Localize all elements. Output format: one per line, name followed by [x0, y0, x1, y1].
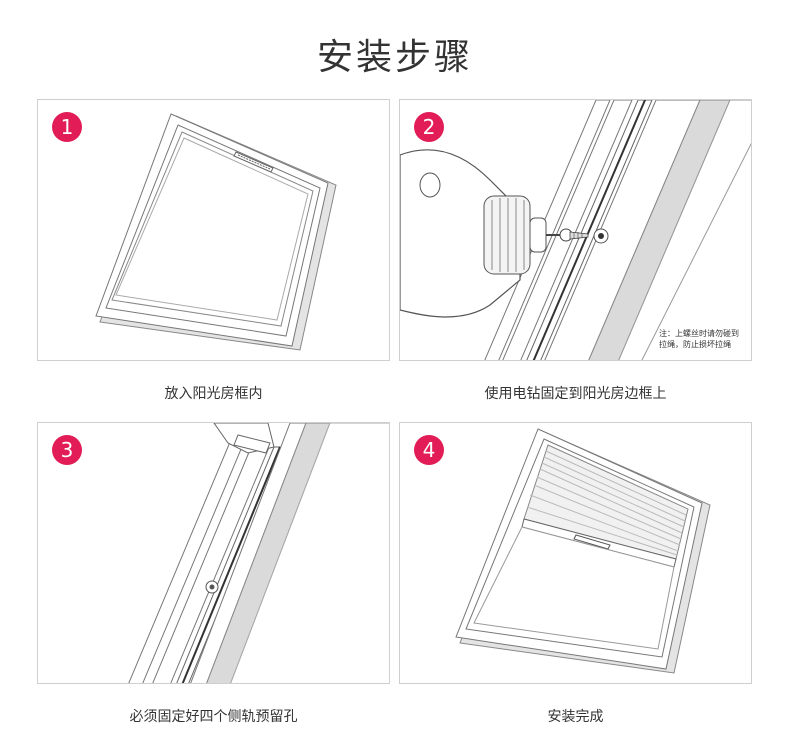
note-line-1: 注：上螺丝时请勿碰到	[659, 329, 739, 338]
step-badge-4: 4	[414, 435, 444, 465]
step-4-panel: 4	[399, 422, 752, 684]
step-badge-2: 2	[414, 112, 444, 142]
step-2-panel: 2 注：上螺丝时请勿碰到 拉绳，防止损坏拉绳	[399, 99, 752, 361]
step-2-illustration	[400, 100, 751, 360]
step-1-illustration	[95, 113, 337, 351]
step-1-panel: 1	[37, 99, 390, 361]
note-line-2: 拉绳，防止损坏拉绳	[659, 340, 731, 349]
step-badge-1: 1	[52, 112, 82, 142]
step-4-caption: 安装完成	[547, 709, 604, 725]
step-2-caption: 使用电钻固定到阳光房边框上	[484, 386, 667, 402]
step-3-caption: 必须固定好四个侧轨预留孔	[129, 709, 298, 725]
step-1-caption: 放入阳光房框内	[164, 386, 263, 402]
step-2-note: 注：上螺丝时请勿碰到 拉绳，防止损坏拉绳	[659, 328, 739, 350]
step-3-illustration	[128, 423, 389, 683]
step-badge-3: 3	[52, 435, 82, 465]
step-3-panel: 3	[37, 422, 390, 684]
step-4-illustration	[455, 428, 711, 674]
page-title: 安装步骤	[316, 37, 473, 78]
